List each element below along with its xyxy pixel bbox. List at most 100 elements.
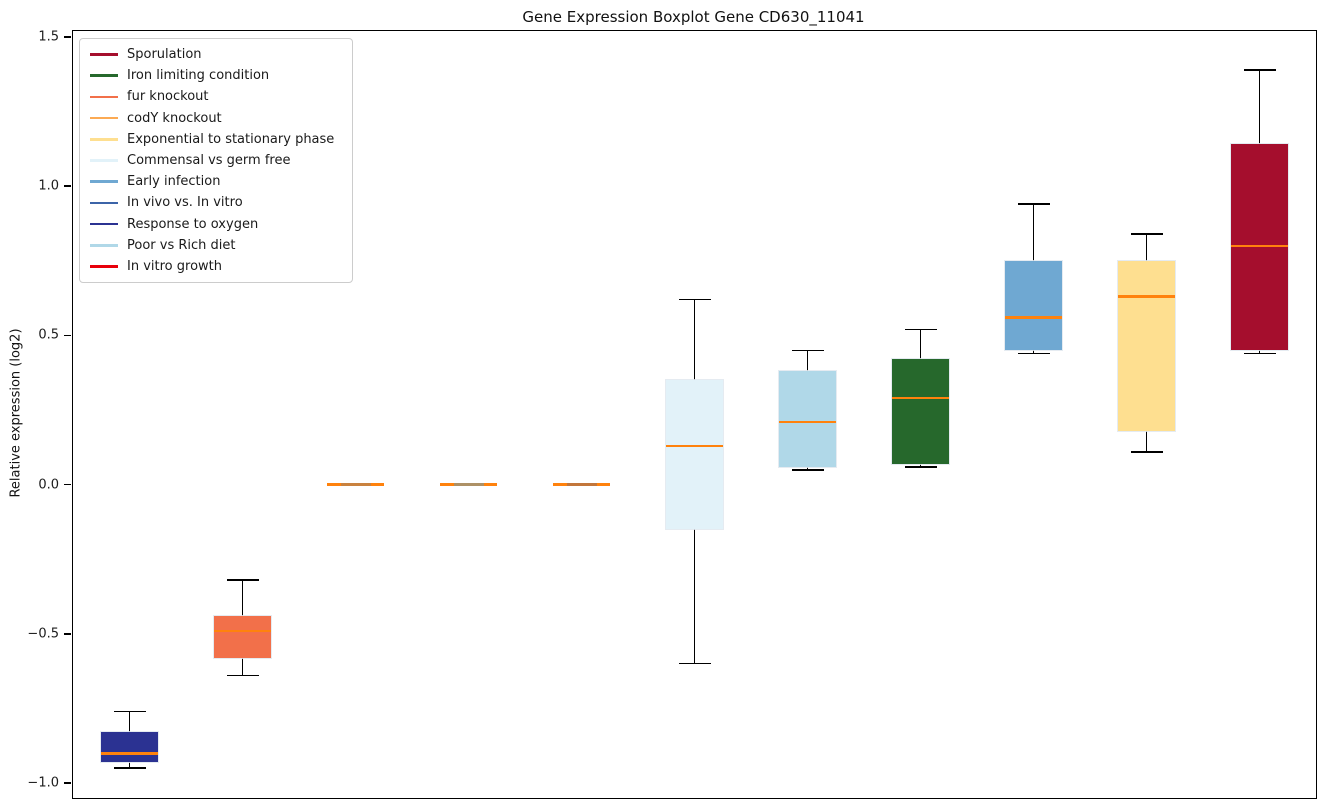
- legend-swatch: [90, 116, 118, 120]
- legend-item: Response to oxygen: [80, 214, 352, 235]
- flat-box-center: [566, 483, 597, 487]
- whisker-cap-top: [904, 328, 937, 331]
- whisker-cap-bottom: [113, 767, 146, 769]
- y-axis-label: Relative expression (log2): [8, 328, 24, 498]
- median-line: [101, 751, 158, 755]
- legend-swatch: [90, 53, 118, 56]
- box-rect: [779, 371, 836, 467]
- y-tick-label: 0.5: [38, 327, 59, 343]
- whisker-cap-top: [1017, 203, 1050, 205]
- box-rect: [666, 380, 723, 530]
- whisker-cap-top: [791, 349, 824, 352]
- legend-swatch: [90, 201, 118, 205]
- legend-label: Iron limiting condition: [127, 68, 270, 84]
- whisker-lower: [1145, 430, 1148, 452]
- whisker-upper: [1032, 204, 1035, 261]
- y-tick-mark: [64, 483, 71, 486]
- whisker-upper: [241, 580, 244, 616]
- y-tick-label: 1.5: [38, 29, 59, 45]
- legend-swatch: [90, 159, 118, 162]
- whisker-cap-top: [678, 298, 711, 301]
- legend-swatch: [90, 265, 118, 268]
- legend-item: In vivo vs. In vitro: [80, 192, 352, 213]
- whisker-cap-bottom: [226, 674, 259, 677]
- median-line: [1118, 295, 1175, 298]
- legend-item: Commensal vs germ free: [80, 150, 352, 171]
- legend-label: Commensal vs germ free: [127, 153, 291, 169]
- median-line: [779, 420, 836, 424]
- legend-label: In vivo vs. In vitro: [127, 195, 243, 211]
- legend-label: codY knockout: [127, 110, 222, 126]
- legend-swatch: [90, 180, 118, 184]
- y-tick-label: −1.0: [27, 775, 59, 791]
- y-tick-mark: [64, 334, 71, 337]
- whisker-upper: [128, 711, 131, 733]
- legend-label: fur knockout: [127, 89, 209, 105]
- whisker-cap-bottom: [1017, 352, 1050, 355]
- legend-item: Poor vs Rich diet: [80, 235, 352, 256]
- whisker-lower: [1258, 350, 1261, 354]
- whisker-cap-bottom: [1243, 352, 1276, 355]
- whisker-upper: [919, 329, 922, 360]
- median-line: [1231, 244, 1288, 248]
- legend-item: In vitro growth: [80, 256, 352, 277]
- legend-item: Iron limiting condition: [80, 65, 352, 86]
- whisker-lower: [241, 657, 244, 676]
- legend-item: Early infection: [80, 171, 352, 192]
- legend-swatch: [90, 74, 118, 78]
- whisker-upper: [1145, 233, 1148, 261]
- median-line: [666, 444, 723, 448]
- legend-label: Response to oxygen: [127, 216, 259, 232]
- whisker-upper: [693, 299, 696, 381]
- legend-label: Exponential to stationary phase: [127, 131, 335, 147]
- legend-item: codY knockout: [80, 108, 352, 129]
- whisker-cap-top: [226, 579, 259, 581]
- median-line: [1005, 316, 1062, 319]
- y-tick-mark: [64, 36, 71, 38]
- whisker-cap-bottom: [678, 662, 711, 665]
- box-rect: [1118, 260, 1175, 431]
- whisker-lower: [1032, 350, 1035, 354]
- y-tick-mark: [64, 185, 71, 187]
- legend-label: Poor vs Rich diet: [127, 237, 236, 253]
- y-tick-label: −0.5: [27, 626, 59, 642]
- whisker-lower: [128, 762, 131, 769]
- median-line: [214, 629, 271, 633]
- whisker-lower: [693, 529, 696, 664]
- legend-swatch: [90, 222, 118, 226]
- flat-box-center: [340, 483, 371, 487]
- chart-title: Gene Expression Boxplot Gene CD630_11041: [522, 8, 865, 26]
- whisker-lower: [806, 466, 809, 470]
- whisker-upper: [806, 350, 809, 372]
- flat-box-center: [453, 483, 484, 487]
- whisker-cap-bottom: [791, 468, 824, 471]
- legend-item: Exponential to stationary phase: [80, 129, 352, 150]
- legend-item: Sporulation: [80, 44, 352, 65]
- y-tick-label: 1.0: [38, 178, 59, 194]
- legend-label: Sporulation: [127, 47, 202, 63]
- y-tick-mark: [64, 782, 71, 784]
- box-rect: [1231, 144, 1288, 351]
- box-rect: [1005, 260, 1062, 351]
- legend-swatch: [90, 243, 118, 247]
- legend-swatch: [90, 95, 118, 99]
- whisker-cap-top: [1243, 68, 1276, 71]
- whisker-upper: [1258, 69, 1261, 145]
- whisker-cap-top: [1130, 233, 1163, 235]
- box-rect: [214, 615, 271, 658]
- whisker-cap-bottom: [904, 465, 937, 468]
- y-tick-label: 0.0: [38, 477, 59, 493]
- box-rect: [892, 359, 949, 464]
- y-tick-mark: [64, 633, 71, 635]
- whisker-cap-top: [113, 710, 146, 713]
- legend-label: In vitro growth: [127, 258, 222, 274]
- box-rect: [101, 732, 158, 763]
- whisker-cap-bottom: [1130, 451, 1163, 453]
- legend-swatch: [90, 138, 118, 141]
- median-line: [892, 396, 949, 400]
- whisker-lower: [919, 463, 922, 467]
- legend-label: Early infection: [127, 174, 221, 190]
